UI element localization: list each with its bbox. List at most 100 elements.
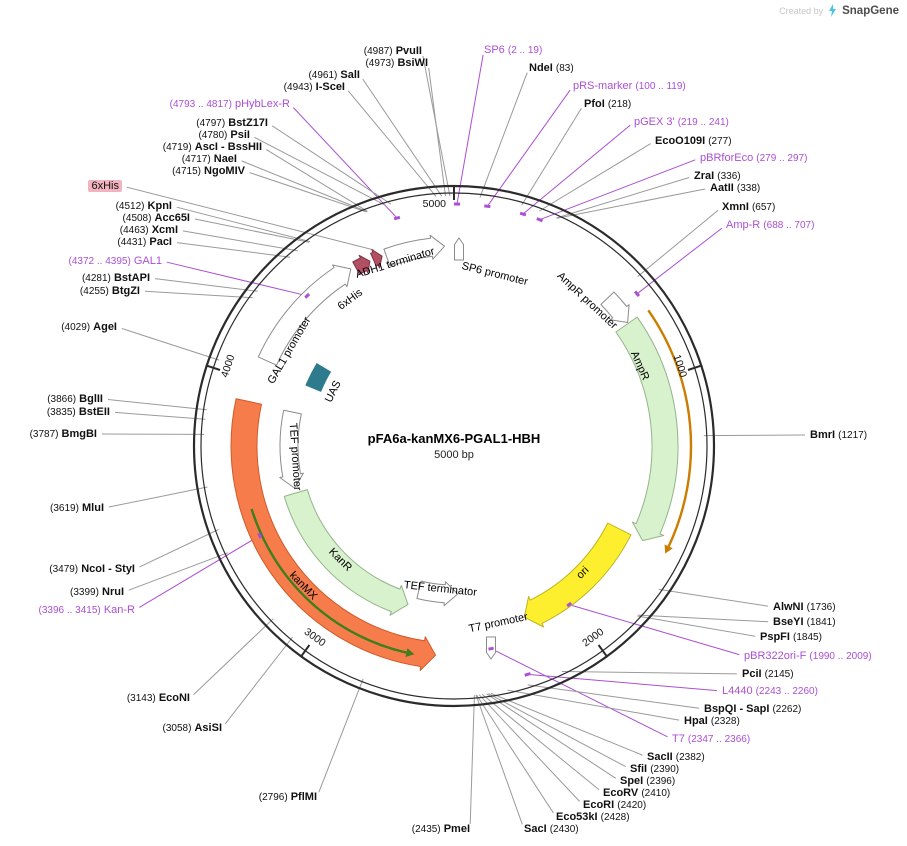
site-name: Eco53kI	[556, 811, 598, 823]
site-position: (1990 .. 2009)	[809, 651, 872, 662]
feature-kanmx[interactable]	[230, 398, 437, 671]
enzyme-label-psii[interactable]: (4780) PsiI	[198, 128, 250, 143]
enzyme-label-nrui[interactable]: (3399) NruI	[70, 585, 124, 600]
enzyme-label-pspfi[interactable]: PspFI (1845)	[760, 630, 822, 645]
site-name: AgeI	[93, 321, 117, 333]
primer-label-amp-r[interactable]: Amp-R (688 .. 707)	[726, 218, 814, 233]
enzyme-label-bstapi[interactable]: (4281) BstAPI	[82, 271, 150, 286]
enzyme-label-alwni[interactable]: AlwNI (1736)	[773, 600, 836, 615]
feature-ori[interactable]	[523, 522, 632, 628]
enzyme-label-ecori[interactable]: EcoRI (2420)	[583, 798, 646, 813]
enzyme-label-xcmi[interactable]: (4463) XcmI	[120, 223, 178, 238]
enzyme-label-sfii[interactable]: SfiI (2390)	[630, 762, 679, 777]
enzyme-label-pcii[interactable]: PciI (2145)	[742, 667, 794, 682]
enzyme-label-ecoo109i[interactable]: EcoO109I (277)	[655, 134, 732, 149]
enzyme-label-i-scei[interactable]: (4943) I-SceI	[284, 80, 345, 95]
enzyme-label-sali[interactable]: (4961) SalI	[308, 68, 360, 83]
enzyme-label-agei[interactable]: (4029) AgeI	[61, 320, 117, 335]
site-name: I-SceI	[315, 81, 345, 93]
primer-kan-r-mark[interactable]	[257, 532, 263, 539]
enzyme-label-xmni[interactable]: XmnI (657)	[722, 200, 775, 215]
feature-ampr[interactable]	[615, 316, 679, 542]
site-name: ZraI	[694, 170, 715, 182]
enzyme-label-ecorv[interactable]: EcoRV (2410)	[603, 786, 670, 801]
site-position: (2796)	[258, 792, 288, 803]
site-position: (1845)	[793, 632, 822, 643]
primer-label-prs-marker[interactable]: pRS-marker (100 .. 119)	[573, 79, 686, 94]
enzyme-label-bstz17i[interactable]: (4797) BstZ17I	[196, 116, 268, 131]
bspqi-sapi-callout-line	[527, 684, 700, 709]
feature-callout-6xhis[interactable]: 6xHis	[88, 179, 122, 193]
pfoi-callout-line	[521, 108, 582, 206]
primer-label-l4440[interactable]: L4440 (2243 .. 2260)	[722, 684, 818, 699]
primer-pbrforeco-mark[interactable]	[536, 217, 544, 223]
enzyme-label-bsiwi[interactable]: (4973) BsiWI	[365, 56, 428, 71]
sacii-callout-line	[490, 692, 643, 756]
enzyme-label-mlui[interactable]: (3619) MluI	[50, 501, 104, 516]
primer-pbr322ori-f-mark[interactable]	[566, 601, 573, 608]
enzyme-label-pmei[interactable]: (2435) PmeI	[412, 822, 470, 837]
site-name: 6xHis	[88, 180, 122, 192]
primer-label-kan-r[interactable]: (3396 .. 3415) Kan-R	[38, 603, 135, 618]
feature-kanr[interactable]	[283, 489, 409, 616]
primer-prs-marker-mark[interactable]	[484, 204, 491, 209]
site-name: NaeI	[213, 153, 237, 165]
feature-uas[interactable]	[305, 363, 331, 392]
primer-label-gal1[interactable]: (4372 .. 4395) GAL1	[69, 254, 162, 269]
feature-6xhis[interactable]	[352, 254, 371, 275]
enzyme-label-bsteii[interactable]: (3835) BstEII	[47, 405, 110, 420]
primer-l4440-mark[interactable]	[524, 672, 531, 677]
primer-gal1-mark[interactable]	[304, 292, 311, 299]
feature-ampr-promoter[interactable]	[600, 291, 630, 323]
primer-label-sp6[interactable]: SP6 (2 .. 19)	[484, 43, 542, 58]
enzyme-label-btgzi[interactable]: (4255) BtgZI	[80, 284, 140, 299]
primer-label-t7[interactable]: T7 (2347 .. 2366)	[672, 732, 750, 747]
enzyme-label-sacii[interactable]: SacII (2382)	[647, 750, 705, 765]
site-position: (2243 .. 2260)	[755, 686, 818, 697]
enzyme-label-ncoi-styi[interactable]: (3479) NcoI - StyI	[49, 562, 135, 577]
feature-adh1-terminator[interactable]	[383, 234, 445, 267]
enzyme-label-asisi[interactable]: (3058) AsiSI	[163, 721, 222, 736]
sp6-promoter-arrow[interactable]	[454, 237, 464, 261]
enzyme-label-kpni[interactable]: (4512) KpnI	[116, 199, 172, 214]
enzyme-label-zrai[interactable]: ZraI (336)	[694, 169, 741, 184]
enzyme-label-spei[interactable]: SpeI (2396)	[620, 774, 675, 789]
primer-label-pbrforeco[interactable]: pBRforEco (279 .. 297)	[700, 151, 807, 166]
site-name: HpaI	[684, 715, 708, 727]
site-name: BstZ17I	[228, 117, 268, 129]
enzyme-label-econi[interactable]: (3143) EcoNI	[127, 691, 190, 706]
enzyme-label-bmgbi[interactable]: (3787) BmgBI	[30, 427, 97, 442]
enzyme-label-pfoi[interactable]: PfoI (218)	[584, 97, 631, 112]
primer-phyblex-r-mark[interactable]	[393, 215, 401, 221]
feature-tef-terminator[interactable]	[416, 580, 459, 607]
enzyme-label-naei[interactable]: (4717) NaeI	[182, 152, 237, 167]
site-position: (4372 .. 4395)	[68, 256, 131, 267]
enzyme-label-asci-bsshii[interactable]: (4719) AscI - BssHII	[163, 140, 262, 155]
enzyme-label-hpai[interactable]: HpaI (2328)	[684, 714, 740, 729]
enzyme-label-ndei[interactable]: NdeI (83)	[529, 61, 574, 76]
enzyme-label-aatii[interactable]: AatII (338)	[710, 181, 760, 196]
feature-gal1-promoter[interactable]	[257, 264, 352, 366]
site-position: (1841)	[806, 617, 836, 628]
primer-label-phyblex-r[interactable]: (4793 .. 4817) pHybLex-R	[170, 97, 290, 112]
enzyme-label-pvuii[interactable]: (4987) PvuII	[364, 44, 422, 59]
enzyme-label-bmri[interactable]: BmrI (1217)	[810, 428, 867, 443]
enzyme-label-pflmi[interactable]: (2796) PflMI	[259, 790, 317, 805]
feature-tef-promoter[interactable]	[279, 409, 304, 489]
primer-label-pgex-3[interactable]: pGEX 3' (219 .. 241)	[634, 115, 729, 130]
enzyme-label-bspqi-sapi[interactable]: BspQI - SapI (2262)	[704, 702, 801, 717]
enzyme-label-bglii[interactable]: (3866) BglII	[47, 392, 103, 407]
enzyme-label-acc65i[interactable]: (4508) Acc65I	[123, 211, 190, 226]
primer-amp-r-mark[interactable]	[633, 290, 641, 298]
enzyme-label-ngomiv[interactable]: (4715) NgoMIV	[172, 164, 245, 179]
site-position: (4508)	[122, 213, 152, 224]
kpni-callout-line	[176, 206, 311, 243]
primer-t7-mark[interactable]	[488, 646, 494, 651]
enzyme-label-eco53ki[interactable]: Eco53kI (2428)	[556, 810, 630, 825]
primer-pgex-3-mark[interactable]	[519, 211, 527, 217]
feature-6xhis[interactable]	[370, 249, 383, 269]
primer-label-pbr322ori-f[interactable]: pBR322ori-F (1990 .. 2009)	[744, 649, 872, 664]
enzyme-label-paci[interactable]: (4431) PacI	[117, 235, 172, 250]
enzyme-label-bseyi[interactable]: BseYI (1841)	[773, 615, 836, 630]
enzyme-label-saci[interactable]: SacI (2430)	[524, 822, 579, 837]
